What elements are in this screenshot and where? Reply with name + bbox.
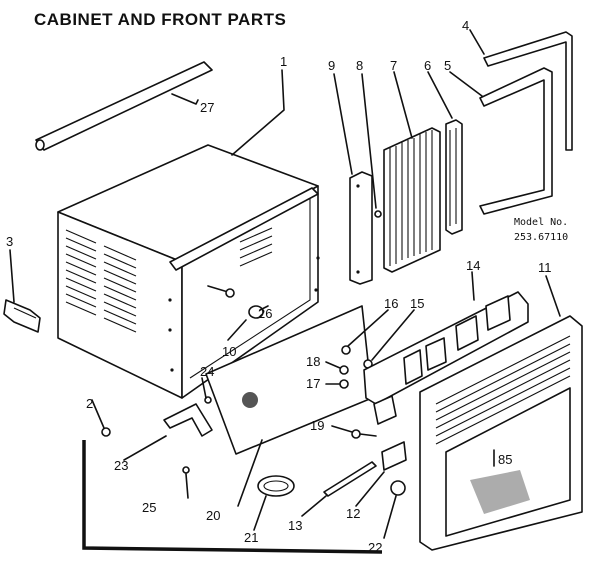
callout-14: 14 [466, 258, 480, 273]
callout-22: 22 [368, 540, 382, 555]
callout-17: 17 [306, 376, 320, 391]
border-bracket [82, 440, 383, 554]
part-18-washer [339, 365, 349, 375]
part-11-front-grille [419, 315, 583, 551]
callout-6: 6 [424, 58, 431, 73]
callout-2: 2 [86, 396, 93, 411]
callout-7: 7 [390, 58, 397, 73]
leader-lines [9, 29, 561, 539]
part-4-side-trim [483, 31, 573, 151]
part-2-screw [101, 427, 111, 437]
callout-23: 23 [114, 458, 128, 473]
callout-25: 25 [142, 500, 156, 515]
callout-20: 20 [206, 508, 220, 523]
callout-10: 10 [222, 344, 236, 359]
callouts: 1 2 3 4 5 6 7 8 9 10 11 12 13 14 15 16 1… [6, 18, 552, 555]
part-1-cabinet [57, 144, 320, 399]
model-number: 253.67110 [514, 232, 568, 243]
part-13-rod [323, 461, 377, 497]
callout-4: 4 [462, 18, 469, 33]
callout-24: 24 [200, 364, 214, 379]
part-16-screw [341, 345, 351, 355]
part-22-knob [390, 480, 406, 496]
part-8-clip [374, 210, 382, 218]
callout-27: 27 [200, 100, 214, 115]
model-label: Model No. [514, 217, 568, 228]
part-19-screw [351, 429, 377, 439]
callout-9: 9 [328, 58, 335, 73]
part-26-screw [207, 285, 235, 298]
part-25-screw [182, 466, 190, 474]
callout-18: 18 [306, 354, 320, 369]
part-9-side-panel [349, 171, 373, 285]
part-14-control-bracket [363, 291, 529, 425]
callout-15: 15 [410, 296, 424, 311]
part-17-nut [339, 379, 349, 389]
callout-13: 13 [288, 518, 302, 533]
part-23-bracket [163, 403, 213, 437]
callout-26: 26 [258, 306, 272, 321]
footer-code: 85 [498, 452, 512, 467]
callout-11: 11 [538, 260, 552, 275]
part-5-trim-frame [479, 67, 553, 215]
callout-3: 3 [6, 234, 13, 249]
part-10-plug [248, 305, 264, 319]
part-3-bracket [3, 299, 41, 333]
callout-21: 21 [244, 530, 258, 545]
part-21-gasket [257, 475, 295, 497]
part-7-curtain [383, 127, 441, 273]
callout-5: 5 [444, 58, 451, 73]
cabinet-louvres [65, 227, 273, 333]
part-12-bracket [381, 441, 407, 471]
part-6-seal [445, 119, 463, 235]
part-27-top-trim [35, 61, 213, 151]
callout-8: 8 [356, 58, 363, 73]
callout-1: 1 [280, 54, 287, 69]
callout-19: 19 [310, 418, 324, 433]
model-info: Model No. 253.67110 [514, 217, 568, 243]
footer-code-group: 85 [493, 449, 512, 467]
callout-16: 16 [384, 296, 398, 311]
diagram-title: CABINET AND FRONT PARTS [34, 10, 286, 29]
callout-12: 12 [346, 506, 360, 521]
